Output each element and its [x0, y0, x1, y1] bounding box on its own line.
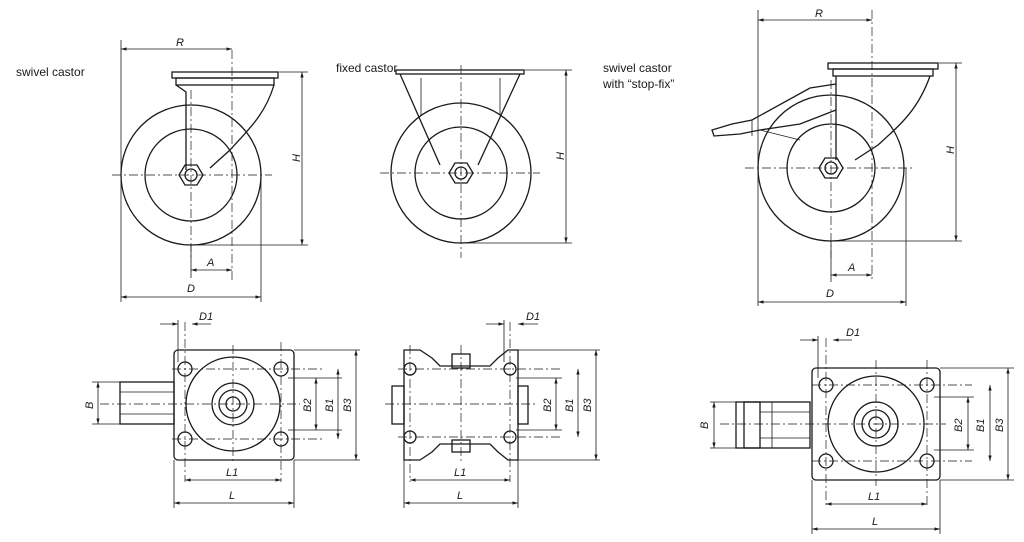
dim-label-L1: L1 — [868, 491, 880, 503]
dim-label-L1: L1 — [226, 467, 238, 479]
fixed-castor-side-view: H — [380, 65, 572, 258]
dim-label-H: H — [555, 152, 567, 160]
caption-fixed-castor: fixed castor — [336, 61, 397, 75]
dim-label-B3: B3 — [582, 398, 594, 412]
stopfix-castor-top-view: D1 B B2 B1 B3 L1 L — [699, 327, 1014, 534]
caption-swivel-castor: swivel castor — [16, 65, 85, 79]
dim-label-B3: B3 — [342, 398, 354, 412]
dim-label-B2: B2 — [302, 399, 314, 412]
dim-label-R: R — [176, 37, 184, 49]
fixed-castor-top-view: D1 B2 B1 B3 L1 L — [385, 311, 600, 508]
dim-label-D1: D1 — [846, 327, 860, 339]
dim-label-A: A — [206, 257, 214, 269]
dim-label-B1: B1 — [975, 419, 987, 432]
dim-label-B: B — [84, 402, 96, 409]
dim-label-B3: B3 — [994, 418, 1006, 432]
dim-label-L: L — [229, 490, 235, 502]
dim-label-D: D — [826, 288, 834, 300]
stopfix-castor-side-view: R H A D — [711, 8, 962, 306]
dim-label-D: D — [187, 283, 195, 295]
dim-label-A: A — [847, 262, 855, 274]
dim-label-H: H — [291, 154, 303, 162]
dim-label-L: L — [872, 516, 878, 528]
dim-label-R: R — [815, 8, 823, 20]
dim-label-L: L — [457, 490, 463, 502]
dim-label-D1: D1 — [199, 311, 213, 323]
dim-label-B2: B2 — [542, 399, 554, 412]
dim-label-H: H — [945, 146, 957, 154]
dim-label-D1: D1 — [526, 311, 540, 323]
dim-label-L1: L1 — [454, 467, 466, 479]
dim-label-B2: B2 — [953, 419, 965, 432]
dim-label-B: B — [699, 422, 711, 429]
swivel-castor-top-view: D1 B B2 B1 B3 L1 L — [84, 311, 360, 508]
caption-stopfix-line2: with “stop-fix” — [602, 77, 674, 91]
dim-label-B1: B1 — [324, 399, 336, 412]
caption-stopfix-line1: swivel castor — [603, 61, 672, 75]
swivel-castor-side-view: R H A D — [112, 37, 308, 302]
dim-label-B1: B1 — [564, 399, 576, 412]
